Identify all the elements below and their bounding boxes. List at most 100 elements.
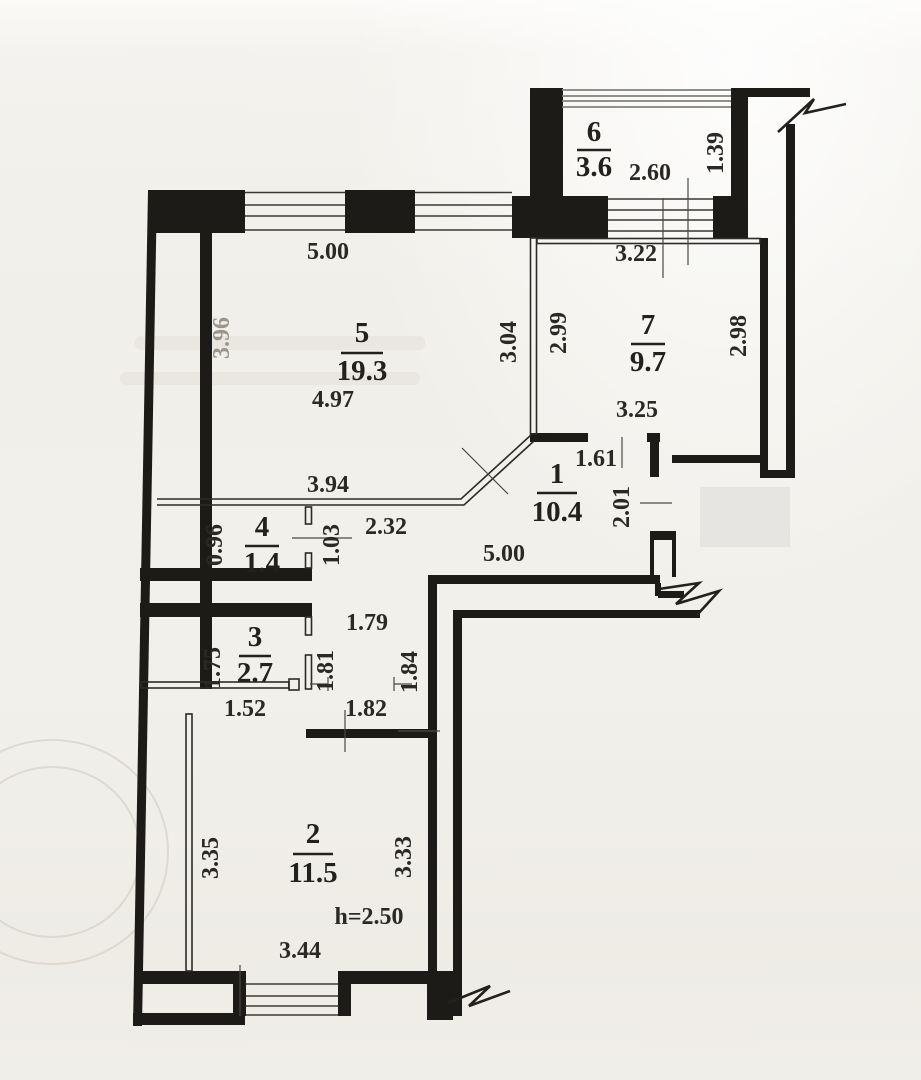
ghost-text-smudge — [120, 372, 420, 385]
dimension-ticks — [239, 178, 689, 1016]
window-room5-right — [415, 191, 512, 231]
wall-segment — [428, 575, 437, 1007]
wall-segment — [338, 971, 351, 1016]
room-number-label: 4 — [255, 511, 270, 543]
dimension-label: 1.84 — [397, 651, 423, 693]
partitions — [140, 237, 761, 972]
door-swing-stroke — [461, 447, 509, 495]
room-number-label: 2 — [306, 818, 321, 850]
room-number-label: 5 — [355, 317, 370, 349]
wall-segment — [748, 88, 810, 97]
dimension-label: 5.00 — [483, 541, 525, 567]
dimension-label: 1.82 — [345, 696, 387, 722]
room-area-label: 19.3 — [337, 355, 388, 387]
wall-segment — [762, 470, 792, 478]
window-room7-loggia — [608, 198, 713, 232]
wall-segment — [530, 433, 588, 442]
dimension-label: 1.03 — [319, 524, 345, 566]
partition-corridor-top-inner — [157, 440, 535, 506]
break-symbol-top-right — [777, 98, 847, 133]
room-area-label: 3.6 — [576, 151, 612, 183]
wall-segment — [650, 433, 659, 477]
dimension-label: 3.22 — [615, 241, 657, 267]
dimension-label: 2.99 — [546, 312, 572, 354]
dimension-label: 1.61 — [575, 446, 617, 472]
dimension-label: 3.35 — [198, 837, 224, 879]
wall-segment — [713, 196, 748, 238]
dimension-label: 0.96 — [202, 524, 228, 566]
wall-segment — [655, 583, 661, 596]
room-number-label: 6 — [587, 116, 602, 148]
break-symbol-mid-right — [658, 581, 724, 616]
dimension-label: 2.60 — [629, 160, 671, 186]
dimension-label: 3.94 — [307, 472, 349, 498]
dimension-label: 1.39 — [703, 132, 729, 174]
window-room5-left — [245, 191, 345, 231]
wall-segment — [306, 729, 430, 738]
wall-segment — [672, 540, 676, 577]
wall-segment — [453, 610, 462, 1016]
partition-room3-right — [304, 616, 313, 636]
wall-segment — [148, 190, 245, 233]
outer-wall-right — [786, 124, 795, 478]
dimension-label: 3.04 — [496, 321, 522, 363]
partition-room4-right — [304, 506, 313, 525]
room-area-label: 11.5 — [288, 857, 337, 889]
plan-labels: 63.6 5 19.3 7 9.7 1 10.4 4 1.4 3 2.7 2 11.5 5.00 2.60 1… — [198, 116, 752, 964]
room-number-label: 3 — [248, 621, 263, 653]
dimension-label: 2.98 — [726, 315, 752, 357]
wall-segment — [731, 88, 748, 198]
dimension-label: 2.01 — [609, 486, 635, 528]
break-symbols — [447, 98, 847, 1008]
walls — [133, 88, 810, 1026]
wall-segment — [140, 603, 312, 617]
wall-segment — [760, 238, 768, 478]
partition-room4-right — [304, 552, 313, 569]
inner-wall-left — [200, 226, 212, 689]
wall-segment — [133, 1013, 245, 1025]
dimension-label: 1.52 — [224, 696, 266, 722]
dimension-label: 3.25 — [616, 397, 658, 423]
wall-segment — [672, 455, 764, 463]
room-area-label: 2.7 — [237, 657, 273, 689]
wall-segment — [140, 568, 312, 581]
dimension-label: 5.00 — [307, 239, 349, 265]
room-area-label: 10.4 — [532, 496, 583, 528]
room-area-label: 9.7 — [630, 346, 666, 378]
partition-room3-right — [304, 654, 313, 690]
wall-segment — [650, 531, 676, 540]
dimension-label: 1.81 — [313, 650, 339, 692]
dimension-label: 3.33 — [391, 836, 417, 878]
grey-patch — [700, 487, 790, 547]
partition-room2-left-inner — [185, 713, 193, 972]
wall-segment — [455, 610, 700, 618]
partition-room5-room7 — [529, 237, 538, 435]
dimension-label: 3.96 — [209, 317, 235, 359]
door-jamb — [288, 678, 300, 691]
wall-segment — [512, 196, 608, 238]
room-area-label: 1.4 — [244, 547, 280, 579]
dimension-label: 2.32 — [365, 514, 407, 540]
room-number-label: 7 — [641, 309, 656, 341]
wall-segment — [338, 971, 455, 984]
dimension-label: 1.79 — [346, 610, 388, 636]
wall-segment — [650, 540, 654, 577]
break-symbol-bottom — [447, 984, 511, 1008]
windows — [245, 89, 731, 1016]
wall-segment — [140, 971, 240, 984]
dimension-label: 1.75 — [200, 647, 226, 689]
faded-stamp-circle — [0, 739, 169, 965]
room-number-label: 1 — [550, 458, 565, 490]
dimension-label: h=2.50 — [334, 904, 403, 930]
wall-segment — [345, 190, 415, 233]
ghost-text-smudge — [135, 336, 425, 350]
wall-segment — [430, 575, 660, 584]
dimension-label: 4.97 — [312, 387, 354, 413]
partition-room7-top — [536, 237, 761, 245]
faded-stamp-circle-inner — [0, 766, 141, 938]
partition-corridor-top — [157, 434, 532, 500]
window-loggia-top — [562, 89, 731, 108]
window-room2-bottom — [246, 983, 338, 1016]
